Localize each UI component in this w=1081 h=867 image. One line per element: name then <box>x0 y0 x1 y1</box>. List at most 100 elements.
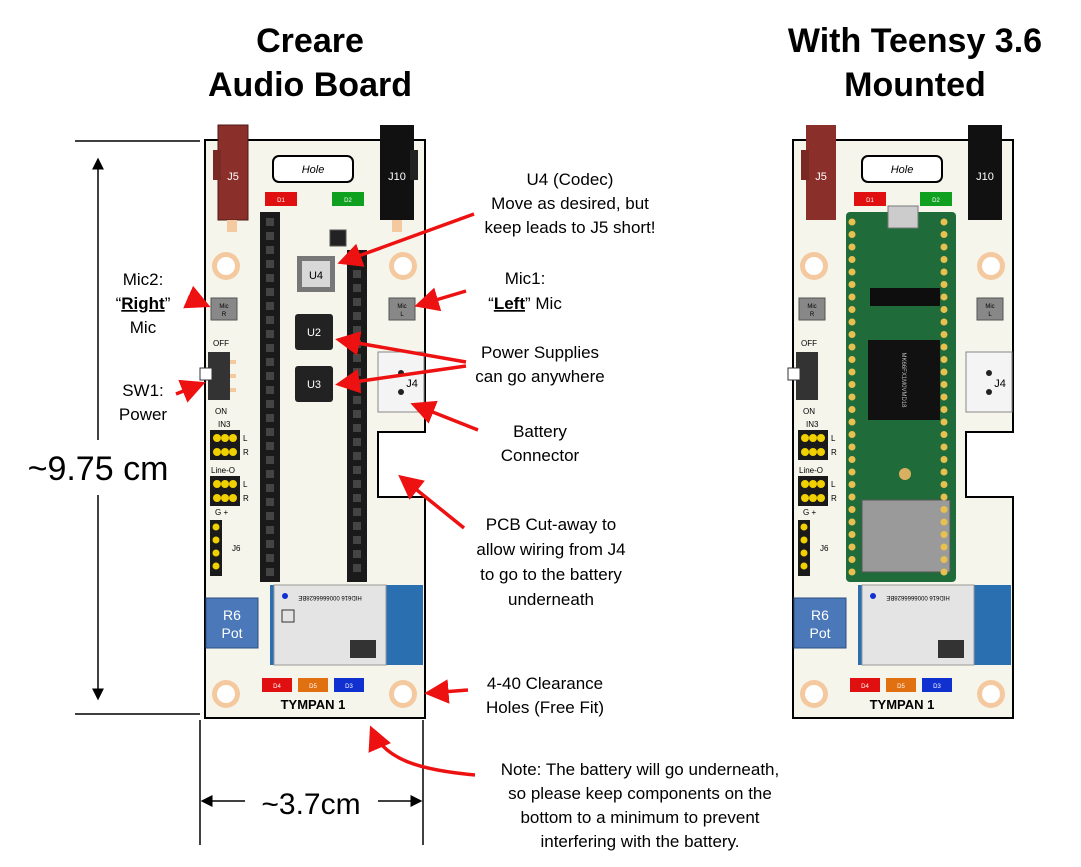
teensy-pin <box>848 556 856 563</box>
teensy-pin <box>940 381 948 388</box>
header-pin <box>353 270 361 278</box>
header-pin <box>353 326 361 334</box>
j5-label: J5 <box>227 171 239 183</box>
svg-text:Pot: Pot <box>809 625 830 641</box>
header-pin <box>266 386 274 394</box>
teensy-pin <box>848 231 856 238</box>
teensy-pin <box>848 256 856 263</box>
teensy-pin <box>940 368 948 376</box>
header-pin <box>353 410 361 418</box>
teensy-pin <box>848 268 856 276</box>
arrow-mic2 <box>183 285 211 309</box>
svg-text:“Left” Mic: “Left” Mic <box>488 294 562 313</box>
hole-label: Hole <box>302 164 325 176</box>
teensy-pin <box>848 456 856 463</box>
teensy-pin <box>848 493 856 501</box>
right-title-line1: With Teensy 3.6 <box>788 22 1042 60</box>
right-board: J5 J10 Hole D1 D2 MK66FX1M0VMD18 Mic R M… <box>787 125 1014 719</box>
svg-text:D1: D1 <box>277 198 285 204</box>
header-pin <box>266 358 274 366</box>
header-pin <box>266 232 274 240</box>
header-pin <box>266 414 274 422</box>
svg-text:U3: U3 <box>307 379 321 391</box>
svg-text:Power: Power <box>119 405 168 424</box>
teensy-pin <box>940 531 948 538</box>
callout-arrows <box>175 212 479 777</box>
teensy-pin <box>940 268 948 276</box>
svg-text:IN3: IN3 <box>218 420 231 429</box>
teensy-pin <box>940 231 948 238</box>
header-pin <box>353 312 361 320</box>
teensy-pin <box>940 331 948 338</box>
svg-text:R: R <box>831 448 837 457</box>
mic-r <box>210 297 238 321</box>
teensy-pin <box>940 256 948 263</box>
teensy-pin <box>848 306 856 313</box>
annotation-power: Power Supplies can go anywhere <box>475 343 604 386</box>
svg-text:G +: G + <box>215 508 228 517</box>
width-dimension: ~3.7cm <box>199 720 424 845</box>
annotation-battery: Battery Connector <box>501 422 580 465</box>
svg-text:U4: U4 <box>309 270 323 282</box>
width-label: ~3.7cm <box>261 788 360 821</box>
annotation-sw1: SW1: Power <box>119 381 168 424</box>
teensy-pin <box>940 543 948 551</box>
svg-text:D4: D4 <box>273 684 281 690</box>
teensy-pin <box>848 281 856 288</box>
arrow-power-u2 <box>335 331 467 364</box>
svg-text:U4 (Codec): U4 (Codec) <box>527 170 614 189</box>
svg-text:D5: D5 <box>309 684 317 690</box>
header-pin <box>266 456 274 464</box>
arrow-power-u3 <box>335 364 467 394</box>
svg-text:HID616 0006666628BE: HID616 0006666628BE <box>886 594 949 600</box>
svg-text:underneath: underneath <box>508 590 594 609</box>
header-pin <box>266 218 274 226</box>
usb-port <box>887 205 919 229</box>
header-pin <box>266 344 274 352</box>
teensy-pin <box>848 318 856 326</box>
svg-text:HID616 0006666628BE: HID616 0006666628BE <box>298 594 361 600</box>
teensy-pin <box>848 418 856 426</box>
led-d4 <box>262 678 292 692</box>
teensy-pin <box>940 393 948 401</box>
teensy-pin <box>848 506 856 513</box>
svg-text:L: L <box>831 434 836 443</box>
svg-text:IN3: IN3 <box>806 420 819 429</box>
svg-text:4-40 Clearance: 4-40 Clearance <box>487 674 603 693</box>
svg-text:Connector: Connector <box>501 446 580 465</box>
sd-card-slot <box>861 499 951 573</box>
height-label: ~9.75 cm <box>28 450 169 488</box>
svg-text:R: R <box>243 494 249 503</box>
header-pin <box>266 484 274 492</box>
header-pin <box>266 274 274 282</box>
header-pin <box>266 568 274 576</box>
teensy-pin <box>848 218 856 226</box>
teensy-pin <box>940 468 948 476</box>
annotation-note: Note: The battery will go underneath, so… <box>501 760 779 851</box>
svg-text:Note: The battery will go unde: Note: The battery will go underneath, <box>501 760 779 779</box>
svg-text:J6: J6 <box>232 544 241 553</box>
svg-text:L: L <box>831 480 836 489</box>
sw1-switch <box>208 352 230 400</box>
left-title-line1: Creare <box>256 22 364 60</box>
svg-text:Power Supplies: Power Supplies <box>481 343 599 362</box>
annotation-mic1: Mic1: “Left” Mic <box>488 269 562 313</box>
svg-text:L: L <box>988 312 992 318</box>
teensy-pin <box>848 518 856 526</box>
header-pin <box>353 466 361 474</box>
svg-text:Pot: Pot <box>221 625 242 641</box>
svg-text:Mic2:: Mic2: <box>123 270 164 289</box>
header-pin <box>353 550 361 558</box>
arrow-battery <box>410 400 479 432</box>
svg-text:keep leads to J5 short!: keep leads to J5 short! <box>484 218 655 237</box>
header-pin <box>266 470 274 478</box>
left-title-line2: Audio Board <box>208 66 412 104</box>
header-pin <box>266 246 274 254</box>
teensy-pin <box>940 281 948 288</box>
svg-text:interfering with the battery.: interfering with the battery. <box>540 832 739 851</box>
annotation-holes: 4-40 Clearance Holes (Free Fit) <box>486 674 604 717</box>
header-pin <box>266 428 274 436</box>
header-pin <box>353 564 361 572</box>
teensy-pin <box>848 368 856 376</box>
svg-text:D1: D1 <box>866 198 874 204</box>
